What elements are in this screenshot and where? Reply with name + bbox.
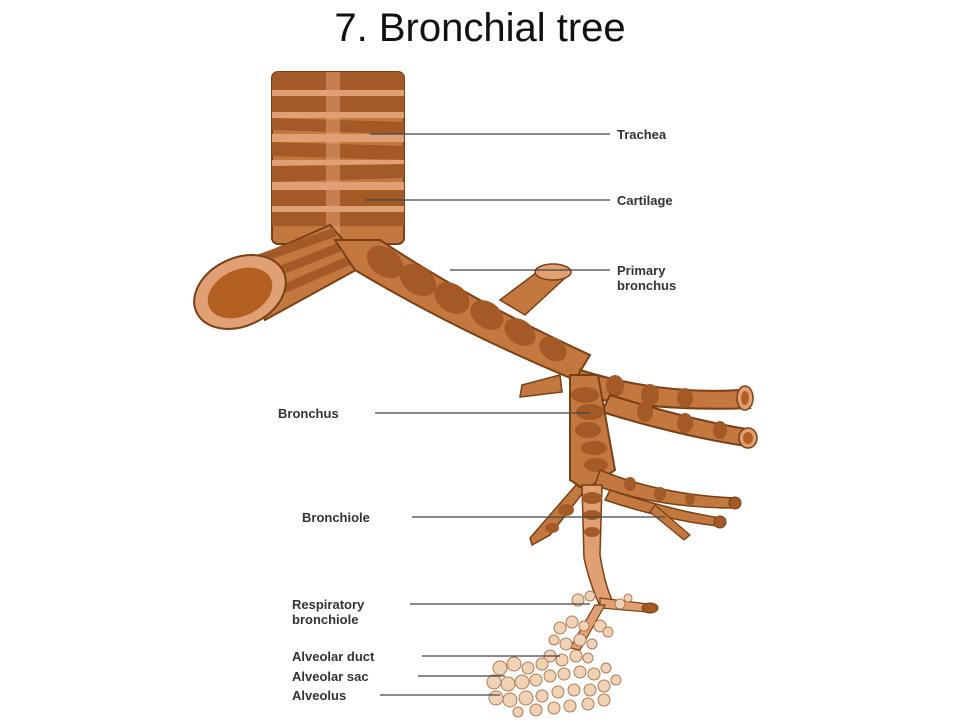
label-text: Primary — [617, 263, 666, 278]
label-bronchus: Bronchus — [278, 406, 590, 421]
alveoli-cluster — [486, 590, 633, 718]
label-primary-bronchus: Primary bronchus — [450, 263, 676, 293]
label-text: Alveolar duct — [292, 649, 375, 664]
bronchiole — [581, 484, 613, 608]
label-alveolus: Alveolus — [292, 688, 500, 703]
label-alveolar-sac: Alveolar sac — [292, 669, 505, 684]
bronchus — [569, 374, 617, 492]
label-respiratory-bronchiole: Respiratory bronchiole — [292, 597, 590, 627]
label-trachea: Trachea — [370, 127, 667, 142]
label-text: Respiratory — [292, 597, 365, 612]
label-text: Bronchiole — [302, 510, 370, 525]
label-text: Bronchus — [278, 406, 339, 421]
label-text: Alveolar sac — [292, 669, 369, 684]
label-text: Cartilage — [617, 193, 673, 208]
trachea-cartilage-rings — [272, 72, 404, 244]
right-primary-bronchus — [333, 239, 592, 398]
right-upper-branch — [573, 368, 758, 449]
label-text: Trachea — [617, 127, 667, 142]
label-bronchiole: Bronchiole — [302, 510, 665, 525]
label-text: bronchus — [617, 278, 676, 293]
slide-title: 7. Bronchial tree — [334, 6, 626, 50]
label-cartilage: Cartilage — [365, 193, 673, 208]
trachea — [271, 71, 405, 245]
label-text: bronchiole — [292, 612, 358, 627]
label-text: Alveolus — [292, 688, 346, 703]
label-alveolar-duct: Alveolar duct — [292, 649, 560, 664]
bronchiole-branches — [529, 468, 742, 547]
